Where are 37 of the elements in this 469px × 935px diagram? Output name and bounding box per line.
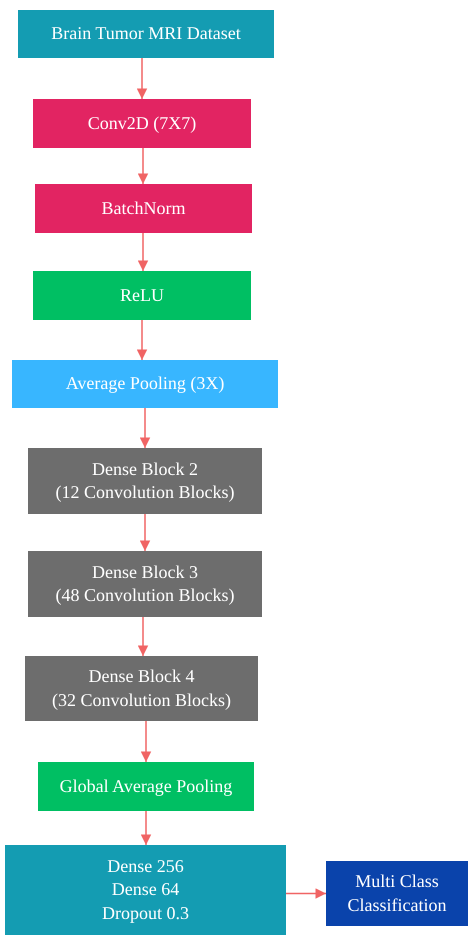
arrow: [140, 514, 150, 551]
process-box: [5, 845, 286, 935]
box-text: Dense 256: [107, 854, 184, 878]
box-text: Dense Block 2: [92, 458, 198, 481]
box-text: (12 Convolution Blocks): [56, 481, 234, 504]
arrow: [140, 721, 152, 762]
box-text: Average Pooling (3X): [66, 372, 224, 396]
box-text: (32 Convolution Blocks): [52, 688, 231, 712]
process-box: [18, 10, 274, 58]
box-text: (48 Convolution Blocks): [56, 584, 234, 607]
box-text: Dense Block 4: [88, 665, 194, 688]
layer-box: [38, 762, 254, 811]
box-text: Brain Tumor MRI Dataset: [51, 22, 241, 46]
layer-box: [12, 360, 278, 408]
box-text: Dense 64: [112, 878, 180, 902]
layer-box: [33, 271, 251, 320]
box-text: Dropout 0.3: [102, 902, 189, 925]
box-text: Global Average Pooling: [60, 774, 232, 798]
arrow: [136, 58, 148, 99]
layer-box: [35, 184, 252, 233]
output-box: [326, 861, 468, 926]
block-box: [25, 656, 258, 721]
box-text: ReLU: [120, 284, 164, 307]
arrow: [140, 811, 152, 845]
arrow: [138, 233, 148, 271]
box-text: Conv2D (7X7): [88, 112, 196, 135]
arrow: [138, 148, 148, 184]
arrow: [136, 320, 148, 360]
arrow: [286, 888, 326, 899]
arrow: [138, 617, 148, 656]
layer-box: [33, 99, 251, 148]
arrow: [140, 408, 150, 448]
block-box: [28, 448, 262, 514]
box-text: Multi Class Classification: [346, 870, 448, 916]
block-box: [28, 551, 262, 617]
box-text: Dense Block 3: [92, 560, 198, 584]
box-text: BatchNorm: [102, 196, 186, 220]
